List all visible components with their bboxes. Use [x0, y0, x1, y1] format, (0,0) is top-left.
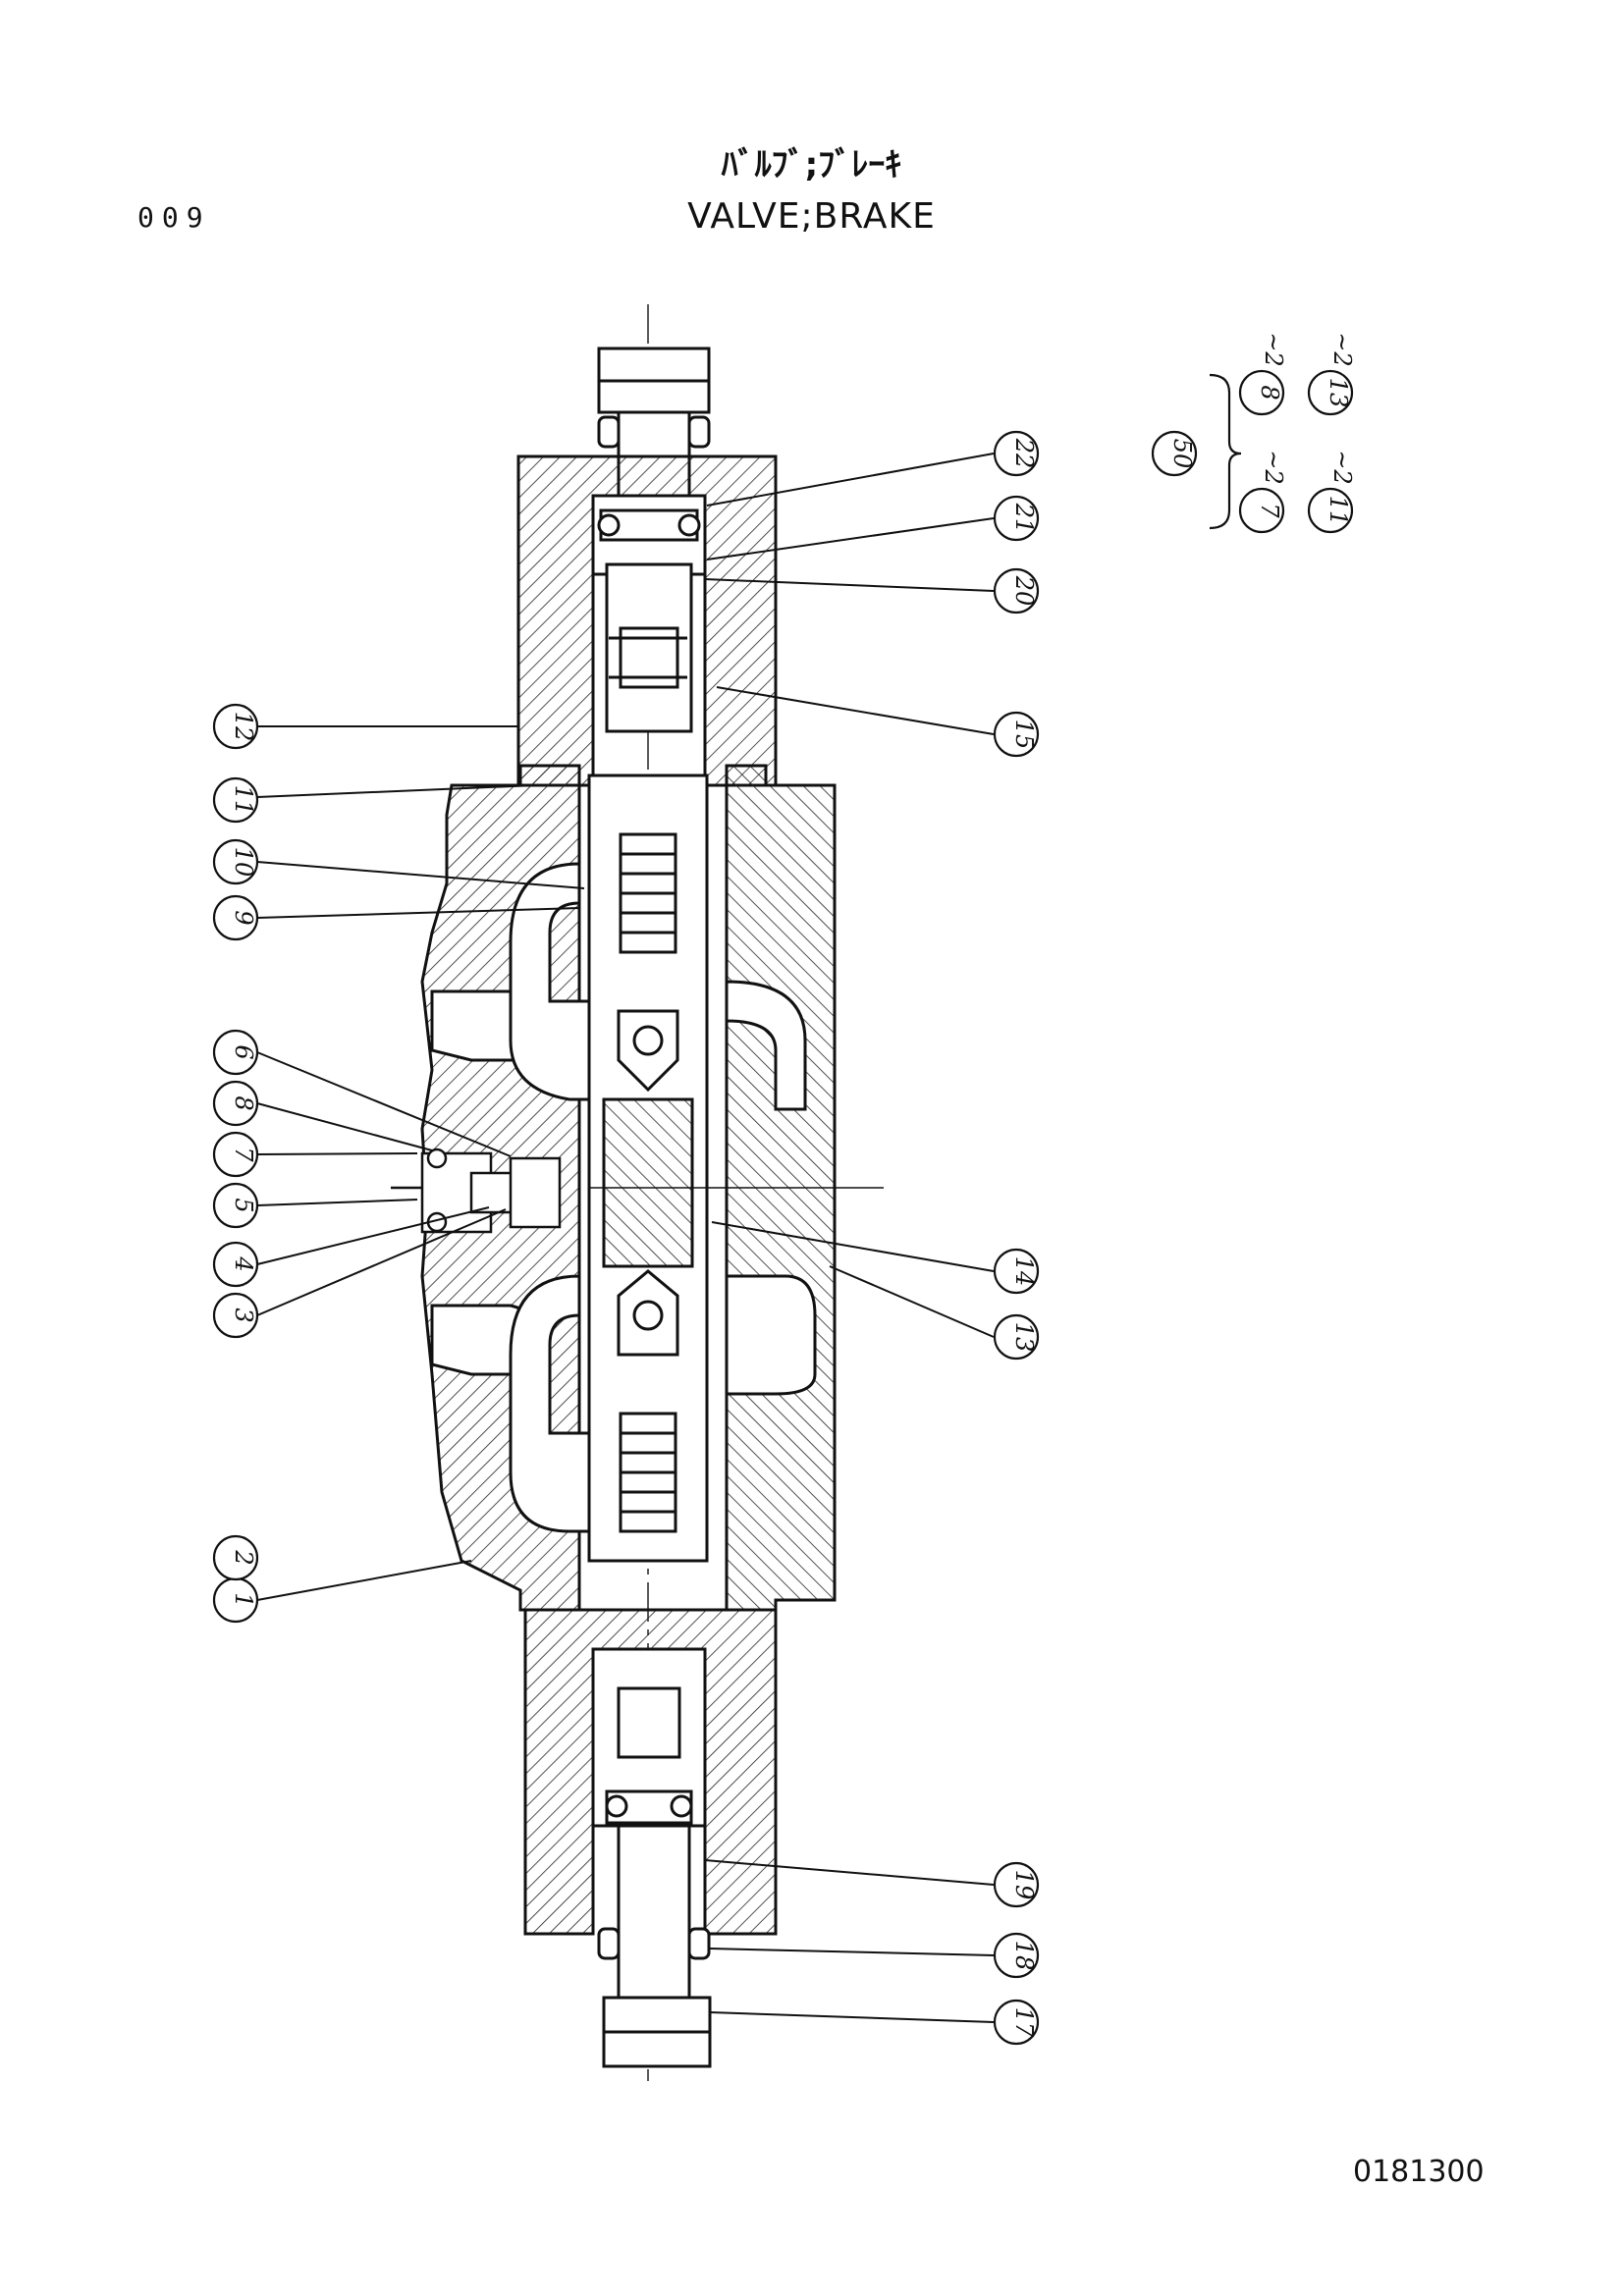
callout-11	[212, 776, 259, 824]
callout-14	[993, 1248, 1040, 1295]
callout-5	[212, 1182, 259, 1229]
kit-item-qty: ~2	[1328, 450, 1356, 484]
callout-label: 12	[230, 712, 257, 742]
callout-label: 5	[230, 1198, 257, 1212]
callout-label: 14	[1010, 1256, 1038, 1287]
callout-label: 7	[230, 1147, 257, 1162]
kit-item-part: 13	[1325, 378, 1352, 408]
callout-2	[212, 1534, 259, 1581]
kit-item-7	[1238, 487, 1285, 534]
callout-label: 18	[1010, 1941, 1038, 1971]
callout-label: 11	[230, 785, 257, 816]
bottom-bolt	[597, 1824, 712, 2068]
title-english: VALVE;BRAKE	[687, 196, 936, 237]
leader-lines-right	[704, 453, 995, 2023]
kit-item-8	[1238, 369, 1285, 416]
kit-item-part: 8	[1256, 385, 1283, 400]
kit-number-circle	[1151, 430, 1198, 477]
callout-3	[212, 1292, 259, 1339]
callout-label: 2	[230, 1549, 257, 1565]
kit-item-qty: ~2	[1328, 332, 1356, 366]
callout-18	[993, 1932, 1040, 1979]
callout-label: 4	[230, 1255, 257, 1271]
callout-label: 19	[1010, 1870, 1038, 1900]
title-japanese: ﾊﾞﾙﾌﾞ;ﾌﾞﾚｰｷ	[721, 145, 902, 185]
document-code: 0181300	[1353, 2155, 1485, 2189]
callout-label: 6	[230, 1044, 257, 1059]
callout-labels-right: 22 21 20 15 14 13 19 18 17	[1010, 438, 1038, 2038]
seal-kit-labels: 50 8 ~2 13 ~2 7 ~2 11 ~2	[1168, 332, 1356, 525]
kit-item-qty: ~2	[1260, 332, 1287, 366]
callout-7	[212, 1131, 259, 1178]
kit-number: 50	[1168, 439, 1196, 469]
callout-label: 22	[1010, 438, 1038, 469]
callout-19	[993, 1861, 1040, 1908]
kit-item-13	[1307, 369, 1354, 416]
callout-label: 20	[1010, 575, 1038, 607]
callout-10	[212, 838, 259, 885]
callout-label: 17	[1010, 2007, 1038, 2038]
callout-9	[212, 894, 259, 941]
callout-labels-left: 12 11 10 9 6 8 7 5 4 3 1 2	[230, 712, 257, 1608]
callout-label: 9	[230, 910, 257, 925]
leader-lines-left	[256, 725, 585, 1601]
callout-15	[993, 711, 1040, 758]
callout-13	[993, 1313, 1040, 1361]
callout-label: 3	[230, 1308, 257, 1322]
central-spool	[587, 774, 884, 1563]
callout-4	[212, 1241, 259, 1288]
kit-item-qty: ~2	[1260, 450, 1287, 484]
kit-brace	[1209, 373, 1242, 530]
callout-label: 15	[1010, 720, 1038, 750]
callout-17	[993, 1999, 1040, 2046]
callout-label: 10	[230, 847, 257, 878]
callout-12	[212, 703, 259, 750]
callout-21	[993, 495, 1040, 542]
seal-kit-group	[1151, 369, 1354, 534]
callout-8	[212, 1080, 259, 1127]
kit-item-11	[1307, 487, 1354, 534]
kit-item-part: 7	[1256, 503, 1283, 518]
callouts-left	[212, 703, 259, 1624]
side-check-valve	[391, 1148, 562, 1234]
callout-6	[212, 1029, 259, 1076]
callout-label: 1	[230, 1592, 257, 1607]
callout-20	[993, 567, 1040, 614]
callout-label: 13	[1010, 1322, 1038, 1353]
callout-label: 21	[1010, 503, 1038, 534]
callout-22	[993, 430, 1040, 477]
page-number: 009	[137, 201, 211, 234]
top-cap-body	[516, 454, 778, 787]
callouts-right	[993, 430, 1040, 2046]
bottom-cap-body	[523, 1608, 778, 1936]
kit-item-part: 11	[1325, 496, 1352, 526]
callout-label: 8	[230, 1095, 257, 1110]
